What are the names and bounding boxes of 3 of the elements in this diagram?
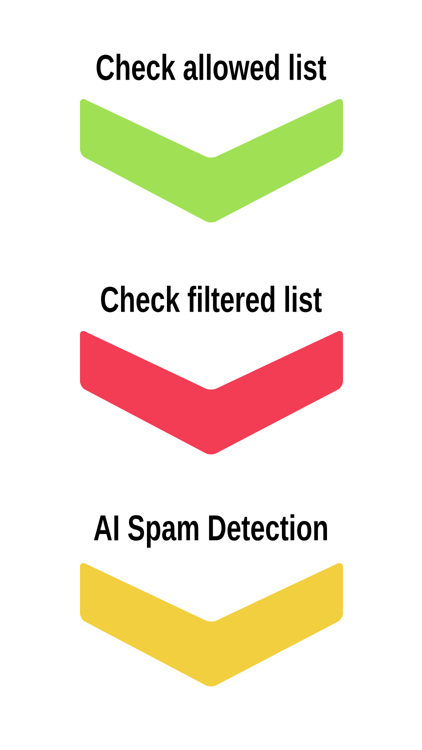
step-heading: AI Spam Detection bbox=[94, 514, 327, 548]
step-heading: Check filtered list bbox=[101, 286, 322, 312]
step-heading: Check allowed list bbox=[96, 54, 326, 80]
